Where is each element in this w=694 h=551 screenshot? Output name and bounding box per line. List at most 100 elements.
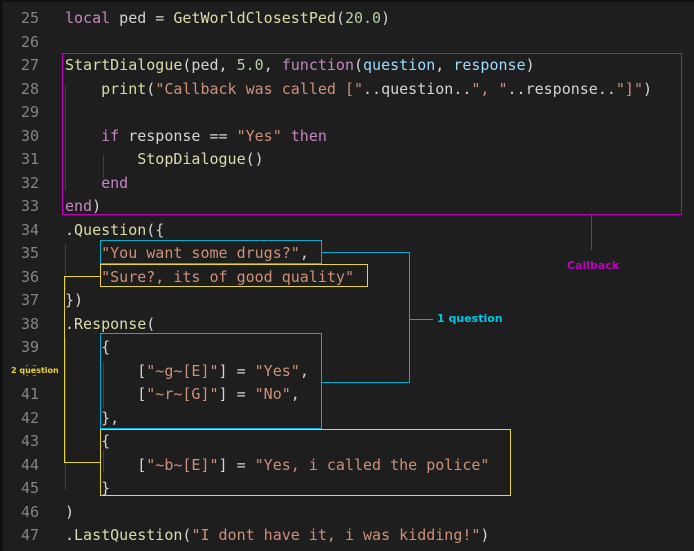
question-2-connector (64, 276, 101, 277)
code-line[interactable]: 43 { (3, 430, 694, 454)
indent-guide (65, 85, 66, 190)
line-number: 46 (20, 502, 39, 521)
line-number: 37 (20, 291, 39, 309)
code-token: . (65, 526, 75, 544)
code-token: "~r~[G]" (146, 385, 219, 403)
code-token: [ (65, 361, 147, 380)
code-token (65, 150, 137, 168)
code-token: ( (146, 314, 156, 333)
line-number: 47 (20, 526, 39, 544)
code-token: LastQuestion (74, 526, 183, 544)
code-token: } (65, 479, 111, 497)
code-line[interactable]: 39 { (3, 336, 694, 360)
question-1-connector (321, 252, 410, 253)
code-line[interactable]: 32 end (3, 172, 694, 196)
code-line[interactable]: 47 .LastQuestion("I dont have it, i was k… (3, 524, 694, 548)
code-token: ( (335, 9, 345, 27)
indent-guide (103, 450, 104, 473)
line-code: "Sure?, its of good quality" (65, 266, 354, 290)
line-code: } (65, 477, 110, 501)
code-line[interactable]: 44 ["~b~[E]"] = "Yes, i called the polic… (3, 454, 694, 478)
code-token: question (363, 56, 436, 74)
code-line[interactable]: 37}) (3, 289, 694, 313)
line-code: if response == "Yes" then (65, 125, 327, 149)
line-number: 42 (20, 408, 39, 427)
line-number: 26 (20, 32, 39, 51)
code-token: StartDialogue (65, 56, 183, 74)
code-token: ) (480, 526, 490, 544)
code-token: () (245, 150, 264, 168)
code-token: ) (643, 79, 653, 98)
code-token: 5.0 (236, 56, 264, 74)
code-token: (ped, (182, 56, 237, 74)
code-line[interactable]: 42 }, (3, 407, 694, 431)
code-token: }, (65, 408, 120, 427)
code-line[interactable]: 30 if response == "Yes" then (3, 125, 694, 149)
code-token: }) (65, 291, 84, 309)
line-number: 36 (20, 267, 39, 286)
line-number: 30 (20, 126, 39, 145)
code-line[interactable]: 40 ["~g~[E]"] = "Yes", (3, 360, 694, 384)
code-token (65, 174, 101, 192)
line-number: 44 (20, 455, 39, 474)
code-token: , (299, 244, 309, 262)
code-line[interactable]: 28 print("Callback was called ["..questi… (3, 78, 694, 102)
code-token: if (101, 126, 120, 145)
code-token: ] = (218, 385, 255, 403)
code-token: "Callback was called [" (155, 79, 364, 98)
code-line[interactable]: 46) (3, 501, 694, 525)
indent-guide (65, 244, 66, 290)
code-token: "]" (615, 79, 643, 98)
code-line[interactable]: 45 } (3, 477, 694, 501)
code-token: ] = (218, 455, 255, 474)
indent-guide (103, 155, 104, 178)
line-code: }, (65, 407, 119, 431)
question-1-connector (321, 382, 410, 383)
code-token: , (263, 56, 282, 74)
code-line[interactable]: 26 (3, 31, 694, 55)
code-token: ] = (218, 361, 255, 380)
code-token: function (281, 56, 354, 74)
code-token: . (65, 314, 75, 333)
line-code: ) (65, 501, 74, 525)
code-line[interactable]: 38.Response( (3, 313, 694, 337)
callback-label: Callback (567, 259, 620, 272)
code-line[interactable]: 35 "You want some drugs?", (3, 242, 694, 266)
code-token: ) (92, 197, 102, 215)
line-code: StopDialogue() (65, 148, 264, 172)
code-token (65, 244, 101, 262)
code-token: , (290, 385, 300, 403)
code-line[interactable]: 41 ["~r~[G]"] = "No", (3, 383, 694, 407)
code-line[interactable]: 31 StopDialogue() (3, 148, 694, 172)
code-line[interactable]: 34.Question({ (3, 219, 694, 243)
line-code: print("Callback was called ["..question.… (65, 78, 652, 102)
code-line[interactable]: 36 "Sure?, its of good quality" (3, 266, 694, 290)
line-number: 28 (20, 79, 39, 98)
question-1-connector (409, 252, 410, 383)
code-token: GetWorldClosestPed (173, 9, 336, 27)
code-token: ( (182, 526, 192, 544)
code-token: "Yes" (236, 126, 282, 145)
line-number: 41 (20, 385, 39, 403)
indent-guide (65, 338, 66, 490)
question-1-connector (409, 319, 433, 320)
code-token: "Yes" (254, 361, 300, 380)
code-token: end (101, 173, 129, 192)
code-token (282, 127, 291, 145)
code-token: "You want some drugs?" (101, 244, 300, 262)
code-token: ) (525, 56, 535, 74)
code-token: ", " (471, 79, 508, 98)
code-token: response == (119, 126, 237, 145)
code-token: print (101, 79, 147, 98)
line-code: ["~g~[E]"] = "Yes", (65, 360, 309, 384)
line-code: .LastQuestion("I dont have it, i was kid… (65, 524, 489, 548)
code-token: ped = (110, 9, 174, 27)
question-2-connector (64, 276, 65, 463)
code-line[interactable]: 29 (3, 101, 694, 125)
code-token: Question (74, 220, 147, 239)
code-token: ) (65, 502, 75, 521)
